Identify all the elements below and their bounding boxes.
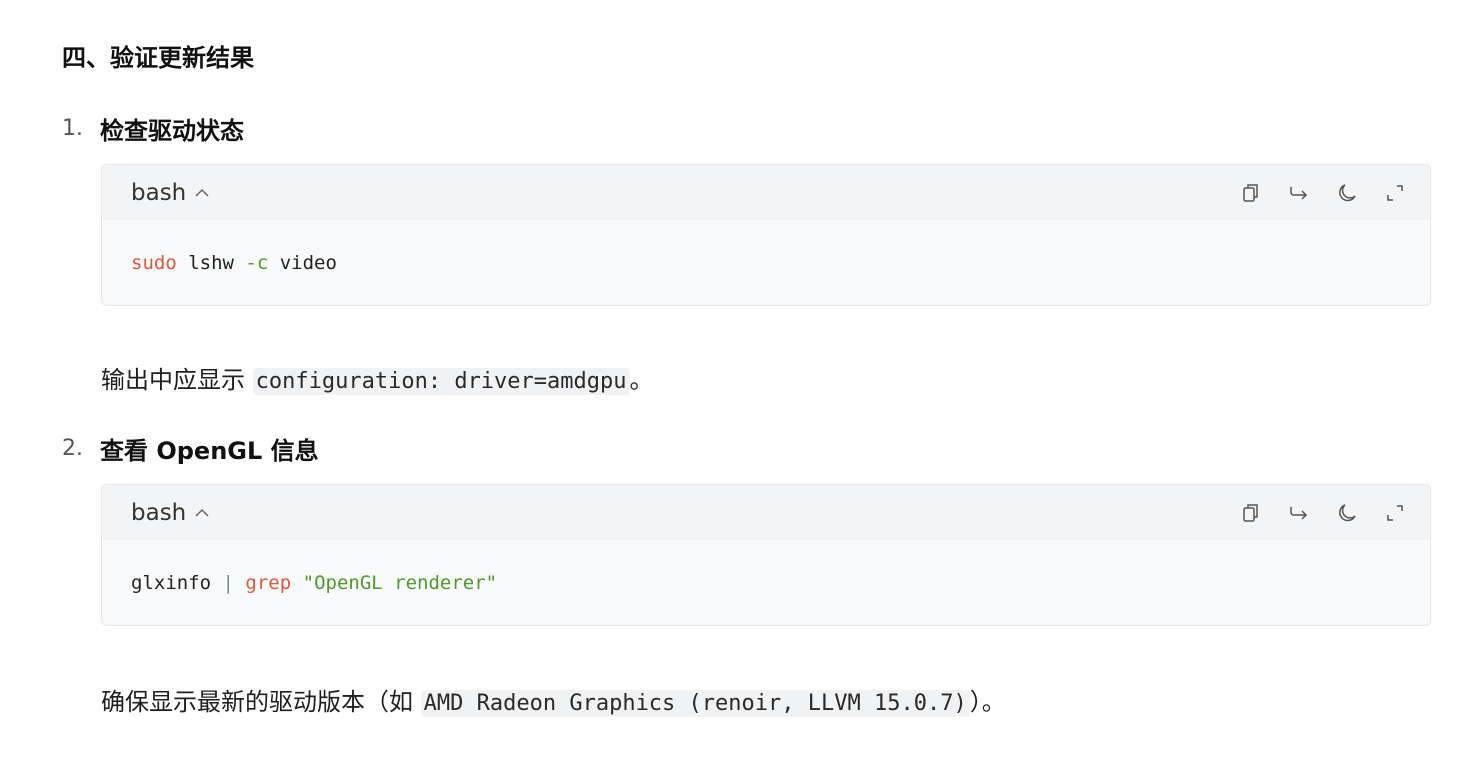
note-text: 。	[629, 366, 654, 394]
code-token	[234, 572, 245, 594]
chevron-up-icon	[194, 187, 210, 199]
step-title: 查看 OpenGL 信息	[100, 436, 319, 465]
inline-code: AMD Radeon Graphics (renoir, LLVM 15.0.7…	[420, 690, 970, 717]
code-actions	[1238, 180, 1430, 206]
step-number: 2.	[62, 435, 83, 461]
code-block-2: bash glxinfo | grep "Open	[101, 484, 1431, 626]
step-2: 2. 查看 OpenGL 信息	[62, 430, 319, 466]
code-block-1: bash sudo lshw -c video	[101, 164, 1431, 306]
step-number: 1.	[62, 115, 83, 141]
code-token: lshw	[176, 252, 246, 274]
moon-icon[interactable]	[1334, 500, 1360, 526]
chevron-up-icon	[194, 507, 210, 519]
code-token: video	[268, 252, 337, 274]
note-text: 确保显示最新的驱动版本（如	[101, 688, 421, 716]
language-toggle[interactable]: bash	[131, 500, 210, 526]
code-language-label: bash	[131, 499, 187, 526]
code-content[interactable]: glxinfo | grep "OpenGL renderer"	[102, 540, 1430, 625]
code-content[interactable]: sudo lshw -c video	[102, 220, 1430, 305]
step-1-note: 输出中应显示 configuration: driver=amdgpu。	[101, 362, 654, 400]
code-token	[291, 572, 302, 594]
inline-code: configuration: driver=amdgpu	[252, 368, 630, 395]
step-title: 检查驱动状态	[100, 116, 244, 145]
code-token-command: grep	[245, 572, 292, 594]
note-text: 输出中应显示	[101, 366, 253, 394]
code-token-string: "OpenGL renderer"	[302, 572, 498, 594]
copy-icon[interactable]	[1238, 500, 1264, 526]
expand-icon[interactable]	[1382, 180, 1408, 206]
copy-icon[interactable]	[1238, 180, 1264, 206]
wrap-arrow-icon[interactable]	[1286, 180, 1312, 206]
code-token: glxinfo	[131, 572, 223, 594]
code-token-flag: -c	[245, 252, 269, 274]
code-actions	[1238, 500, 1430, 526]
code-token-command: sudo	[131, 252, 177, 274]
moon-icon[interactable]	[1334, 180, 1360, 206]
expand-icon[interactable]	[1382, 500, 1408, 526]
code-header: bash	[102, 165, 1430, 220]
step-2-note: 确保显示最新的驱动版本（如 AMD Radeon Graphics (renoi…	[101, 684, 1006, 722]
code-token-pipe: |	[222, 572, 234, 594]
section-title: 四、验证更新结果	[62, 44, 254, 72]
wrap-arrow-icon[interactable]	[1286, 500, 1312, 526]
step-1: 1. 检查驱动状态	[62, 110, 244, 146]
language-toggle[interactable]: bash	[131, 180, 210, 206]
code-language-label: bash	[131, 179, 187, 206]
note-text: ）。	[969, 688, 1006, 716]
code-header: bash	[102, 485, 1430, 540]
